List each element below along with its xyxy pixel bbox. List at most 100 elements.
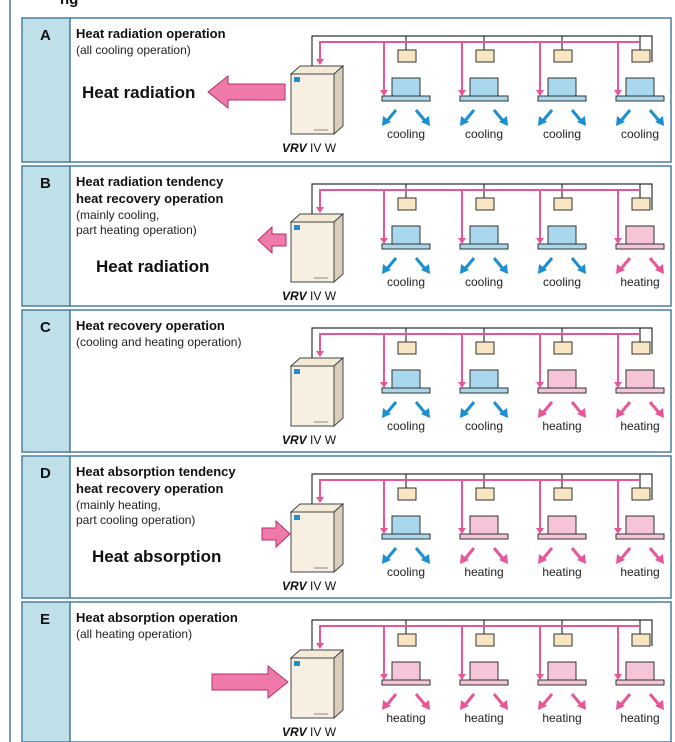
pipe-black (311, 473, 653, 504)
airflow-arrowhead-right (499, 408, 508, 418)
airflow-arrowhead-right (577, 554, 586, 564)
mode-title: Heat radiation operation (76, 26, 226, 41)
indoor-unit-icon (625, 661, 655, 681)
indoor-unit-icon (547, 77, 577, 97)
indoor-unit-icon (469, 515, 499, 535)
outdoor-unit-icon (289, 64, 345, 136)
airflow-arrowhead-left (616, 408, 625, 418)
outdoor-unit-label-bold: VRV (282, 579, 308, 593)
airflow-arrowhead-left (382, 408, 391, 418)
indoor-unit-icon (469, 225, 499, 245)
airflow-arrowhead-left (382, 554, 391, 564)
mode-title: Heat recovery operation (76, 318, 225, 333)
indoor-unit-mode-label: cooling (543, 127, 581, 141)
refrigerant-arrowhead (614, 528, 622, 534)
branch-selector-icon (631, 49, 651, 63)
outdoor-unit-side (333, 502, 344, 574)
refrigerant-arrowhead (536, 674, 544, 680)
refrigerant-arrowhead (380, 238, 388, 244)
refrigerant-arrowhead (614, 382, 622, 388)
outdoor-unit-label-bold: VRV (282, 289, 308, 303)
branch-selector-icon (553, 49, 573, 63)
indoor-unit-panel (615, 95, 665, 102)
indoor-unit-icon (547, 661, 577, 681)
indoor-unit-panel (537, 533, 587, 540)
refrigerant-arrowhead (536, 238, 544, 244)
mode-subtitle: (cooling and heating operation) (76, 335, 241, 349)
pipe-pink (319, 333, 640, 356)
airflow-arrowhead-right (577, 700, 586, 710)
indoor-unit-mode-label: heating (620, 711, 659, 725)
mode-title: Heat absorption tendency (76, 464, 236, 479)
branch-selector-icon (631, 341, 651, 355)
refrigerant-arrowhead (380, 90, 388, 96)
indoor-unit-mode-label: heating (542, 565, 581, 579)
pipe-pink-arrowhead (316, 351, 324, 357)
outdoor-unit-label-bold: VRV (282, 141, 308, 155)
outdoor-unit-icon (289, 212, 345, 284)
outdoor-unit-label-rest: IV W (307, 289, 337, 303)
pipe-pink-arrowhead (316, 643, 324, 649)
indoor-unit-panel (537, 387, 587, 394)
airflow-arrowhead-left (460, 700, 469, 710)
indoor-unit-heating: heating (536, 334, 587, 433)
mode-tab (21, 309, 71, 453)
brand-logo-mark (294, 369, 300, 374)
mode-subtitle: part cooling operation) (76, 513, 195, 527)
brand-logo-mark (294, 225, 300, 230)
pipe-black (311, 327, 653, 358)
airflow-arrowhead-right (499, 116, 508, 126)
indoor-unit-cooling: cooling (614, 42, 665, 141)
branch-selector-icon (631, 197, 651, 211)
mode-letter: E (40, 611, 50, 628)
brand-logo-mark (294, 515, 300, 520)
outdoor-unit-front (290, 657, 335, 719)
airflow-arrowhead-right (577, 116, 586, 126)
indoor-unit-cooling: cooling (380, 190, 431, 289)
mode-tab (21, 165, 71, 307)
indoor-unit-cooling: cooling (458, 42, 509, 141)
refrigerant-arrowhead (536, 382, 544, 388)
outdoor-unit-label-rest: IV W (307, 141, 337, 155)
indoor-unit-heating: heating (614, 190, 665, 289)
indoor-unit-mode-label: heating (464, 565, 503, 579)
airflow-arrowhead-left (616, 554, 625, 564)
indoor-unit-icon (625, 369, 655, 389)
outdoor-unit-label-bold: VRV (282, 725, 308, 739)
indoor-unit-icon (547, 369, 577, 389)
branch-selector-icon (631, 487, 651, 501)
header-fragment: ng (60, 0, 78, 8)
heat-label: Heat absorption (92, 547, 221, 566)
mode-subtitle: (all cooling operation) (76, 43, 191, 57)
airflow-arrowhead-left (538, 116, 547, 126)
mode-subtitle: part heating operation) (76, 223, 197, 237)
mode-subtitle: (all heating operation) (76, 627, 192, 641)
airflow-arrowhead-right (577, 408, 586, 418)
outdoor-unit-icon (289, 356, 345, 428)
outdoor-unit-side (333, 64, 344, 136)
airflow-arrowhead-left (616, 700, 625, 710)
indoor-unit-panel (537, 95, 587, 102)
pipe-pink (319, 625, 640, 648)
indoor-unit-icon (547, 515, 577, 535)
outdoor-unit-icon (289, 648, 345, 720)
indoor-unit-mode-label: cooling (543, 275, 581, 289)
outdoor-unit-label-bold: VRV (282, 433, 308, 447)
outdoor-unit-icon (289, 502, 345, 574)
indoor-unit-mode-label: cooling (387, 419, 425, 433)
branch-selector-icon (397, 197, 417, 211)
indoor-unit-icon (625, 515, 655, 535)
outdoor-unit-front (290, 73, 335, 135)
indoor-unit-cooling: cooling (458, 334, 509, 433)
heat-arrow-icon (257, 225, 287, 255)
indoor-unit-mode-label: cooling (465, 275, 503, 289)
airflow-arrowhead-left (538, 264, 547, 274)
refrigerant-arrowhead (458, 238, 466, 244)
heat-label: Heat radiation (96, 257, 209, 276)
outdoor-unit-label: VRV IV W (282, 289, 337, 303)
airflow-arrowhead-left (382, 700, 391, 710)
